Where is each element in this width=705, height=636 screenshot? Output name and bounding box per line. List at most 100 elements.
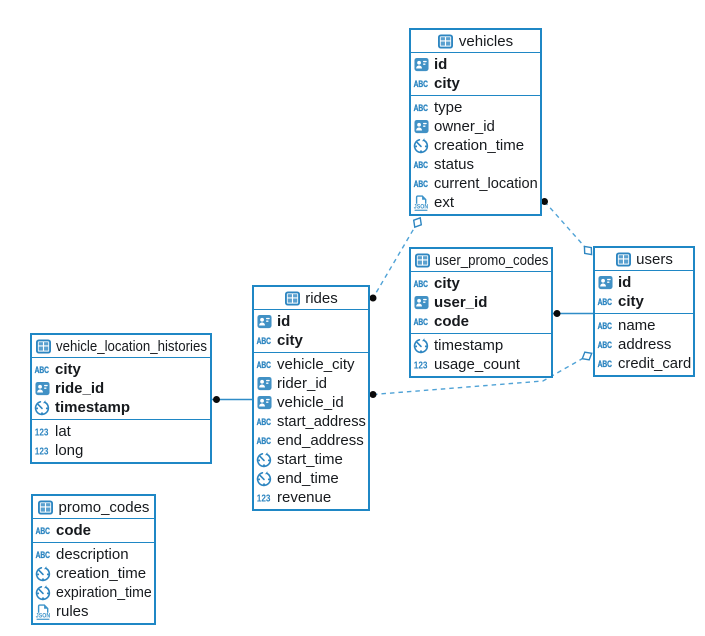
string-abc-icon: ABC bbox=[35, 523, 51, 538]
table-header-vehicles[interactable]: vehicles bbox=[411, 30, 540, 53]
relationship-dot-marker bbox=[369, 294, 377, 302]
svg-text:ABC: ABC bbox=[36, 550, 51, 560]
number-123-icon: 123 bbox=[256, 490, 272, 505]
svg-text:123: 123 bbox=[35, 428, 49, 439]
column-name: user_id bbox=[434, 294, 488, 311]
column-row-id: id bbox=[595, 273, 693, 292]
relationship-dot-marker bbox=[541, 198, 548, 205]
column-row-creation_time: creation_time bbox=[411, 136, 540, 155]
svg-text:ABC: ABC bbox=[257, 417, 272, 427]
column-row-vehicle_city: ABC vehicle_city bbox=[254, 355, 368, 374]
column-name: id bbox=[277, 313, 291, 330]
table-header-promo_codes[interactable]: promo_codes bbox=[33, 496, 154, 519]
timestamp-clock-icon bbox=[413, 137, 429, 154]
column-row-owner_id: owner_id bbox=[411, 117, 540, 136]
string-abc-icon: ABC bbox=[256, 357, 272, 372]
column-name: status bbox=[434, 156, 475, 173]
svg-text:123: 123 bbox=[257, 494, 271, 505]
column-name: lat bbox=[55, 423, 71, 440]
timestamp-clock-icon bbox=[413, 337, 429, 354]
table-title: users bbox=[636, 250, 673, 268]
svg-text:123: 123 bbox=[35, 447, 49, 458]
uuid-id-card-icon bbox=[256, 395, 272, 410]
svg-text:ABC: ABC bbox=[414, 179, 429, 189]
column-row-city: ABC city bbox=[32, 360, 210, 379]
table-icon bbox=[38, 499, 54, 515]
string-abc-icon: ABC bbox=[413, 176, 429, 191]
column-name: code bbox=[434, 313, 470, 330]
column-row-code: ABC code bbox=[411, 312, 551, 331]
relationship-diamond-marker bbox=[583, 245, 593, 256]
table-icon bbox=[35, 338, 51, 354]
column-name: address bbox=[618, 336, 672, 353]
table-header-vehicle_location_histories[interactable]: vehicle_location_histories bbox=[32, 335, 210, 358]
column-name: code bbox=[56, 522, 92, 539]
column-name: city bbox=[434, 275, 460, 292]
svg-text:ABC: ABC bbox=[598, 359, 613, 369]
table-title: user_promo_codes bbox=[435, 251, 549, 269]
table-title: vehicles bbox=[458, 32, 514, 50]
svg-text:ABC: ABC bbox=[414, 160, 429, 170]
relationship-dot-marker bbox=[213, 396, 220, 403]
column-row-user_id: user_id bbox=[411, 293, 551, 312]
column-name: city bbox=[55, 361, 81, 378]
column-name: current_location bbox=[434, 175, 538, 192]
svg-text:123: 123 bbox=[414, 361, 428, 372]
table-header-users[interactable]: users bbox=[595, 248, 693, 271]
relationship-line-vehicles-users bbox=[543, 201, 589, 251]
svg-text:JSON: JSON bbox=[414, 203, 429, 210]
string-abc-icon: ABC bbox=[34, 362, 50, 377]
timestamp-clock-icon bbox=[256, 451, 272, 468]
svg-text:ABC: ABC bbox=[414, 317, 429, 327]
table-header-user_promo_codes[interactable]: user_promo_codes bbox=[411, 249, 551, 272]
column-name: creation_time bbox=[434, 137, 525, 154]
timestamp-clock-icon bbox=[35, 584, 51, 601]
column-name: end_address bbox=[277, 432, 364, 449]
column-name: vehicle_city bbox=[277, 356, 355, 373]
relationship-dot-marker bbox=[553, 310, 561, 317]
column-name: start_time bbox=[277, 451, 343, 468]
column-row-status: ABC status bbox=[411, 155, 540, 174]
svg-text:ABC: ABC bbox=[598, 321, 613, 331]
table-icon bbox=[284, 290, 300, 306]
column-name: credit_card bbox=[618, 355, 692, 372]
column-row-creation_time: creation_time bbox=[33, 564, 154, 583]
column-name: long bbox=[55, 442, 84, 459]
relationship-dot-marker bbox=[369, 391, 377, 398]
svg-text:ABC: ABC bbox=[414, 79, 429, 89]
string-abc-icon: ABC bbox=[413, 76, 429, 91]
string-abc-icon: ABC bbox=[597, 318, 613, 333]
column-name: end_time bbox=[277, 470, 339, 487]
column-name: timestamp bbox=[434, 337, 504, 354]
column-name: creation_time bbox=[56, 565, 147, 582]
svg-text:ABC: ABC bbox=[36, 526, 51, 536]
string-abc-icon: ABC bbox=[597, 294, 613, 309]
table-header-rides[interactable]: rides bbox=[254, 287, 368, 310]
string-abc-icon: ABC bbox=[413, 157, 429, 172]
column-row-code: ABC code bbox=[33, 521, 154, 540]
string-abc-icon: ABC bbox=[413, 314, 429, 329]
timestamp-clock-icon bbox=[256, 470, 272, 487]
